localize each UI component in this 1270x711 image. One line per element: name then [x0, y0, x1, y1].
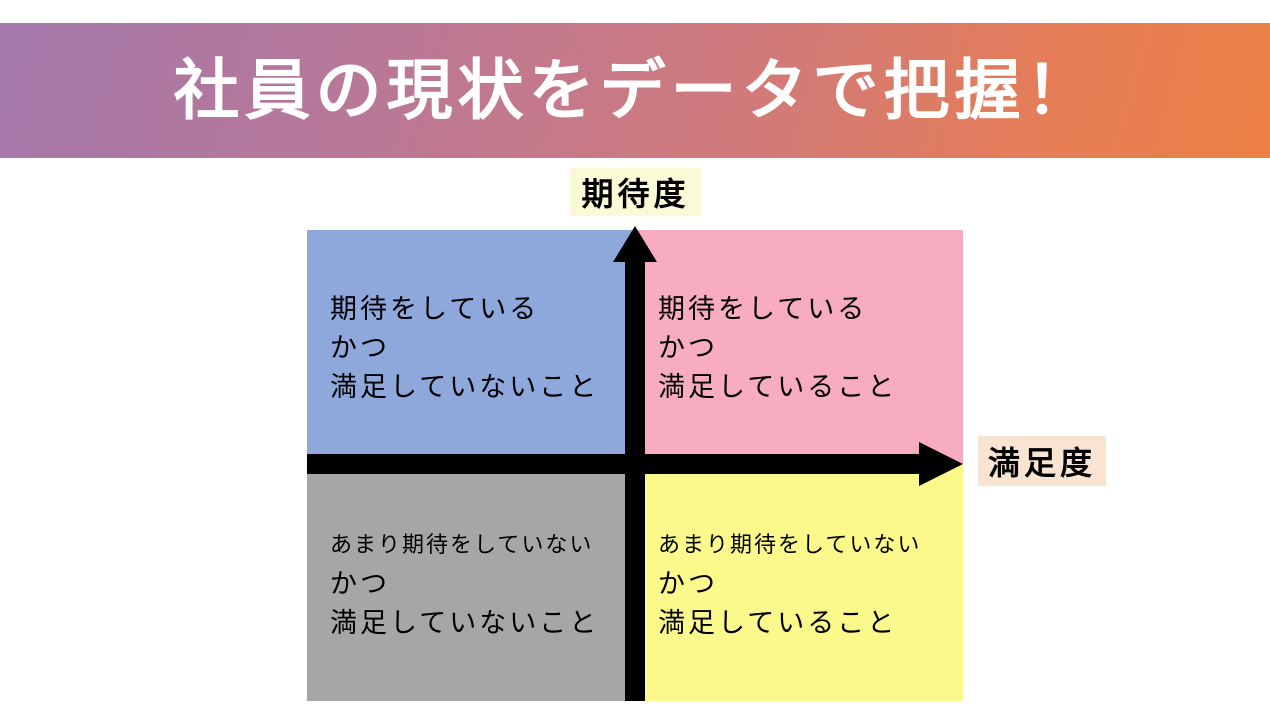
quadrant-top-left: 期待をしている かつ 満足していないこと — [307, 230, 635, 464]
quadrant-bottom-right: あまり期待をしていない かつ 満足していること — [635, 464, 963, 701]
quadrant-text: 期待をしている かつ 満足していないこと — [307, 230, 635, 407]
quadrant-line: 満足していること — [658, 372, 898, 403]
quadrant-line: かつ — [658, 569, 718, 600]
quadrant-top-right: 期待をしている かつ 満足していること — [635, 230, 963, 464]
quadrant-line: 期待をしている — [658, 294, 868, 325]
quadrant-line: あまり期待をしていない — [658, 533, 922, 558]
y-axis-line — [625, 248, 645, 701]
quadrant-line: かつ — [330, 333, 390, 364]
quadrant-matrix: 期待をしている かつ 満足していないこと 期待をしている かつ 満足していること… — [307, 226, 963, 701]
quadrant-line: 満足していないこと — [330, 608, 600, 639]
quadrant-text: あまり期待をしていない かつ 満足していないこと — [307, 464, 635, 643]
x-axis-line — [307, 454, 927, 474]
quadrant-text: 期待をしている かつ 満足していること — [635, 230, 963, 407]
quadrant-line: かつ — [330, 569, 390, 600]
x-axis-label-satisfaction: 満足度 — [978, 436, 1106, 486]
quadrant-bottom-left: あまり期待をしていない かつ 満足していないこと — [307, 464, 635, 701]
page-title: 社員の現状をデータで把握！ — [173, 51, 1097, 129]
quadrant-line: 期待をしている — [330, 294, 540, 325]
y-axis-label-expectation: 期待度 — [570, 168, 701, 216]
x-axis-arrow-right-icon — [919, 442, 963, 486]
quadrant-line: あまり期待をしていない — [330, 533, 594, 558]
quadrant-line: 満足していること — [658, 608, 898, 639]
quadrant-text: あまり期待をしていない かつ 満足していること — [635, 464, 963, 643]
quadrant-line: 満足していないこと — [330, 372, 600, 403]
title-banner: 社員の現状をデータで把握！ — [0, 23, 1270, 158]
quadrant-line: かつ — [658, 333, 718, 364]
y-axis-arrow-up-icon — [613, 226, 657, 262]
